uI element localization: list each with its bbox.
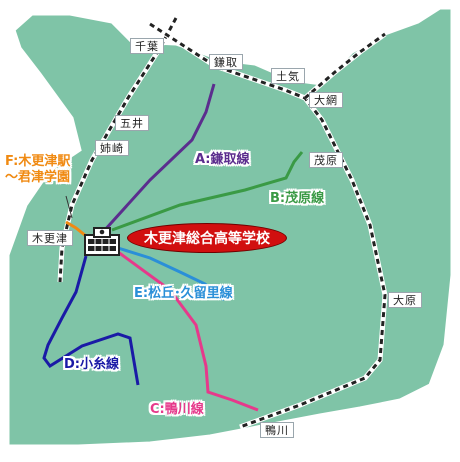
route-d-line — [42, 255, 140, 386]
route-b-label: B:茂原線 — [270, 191, 325, 206]
station-kamogawa: 鴨川 — [260, 422, 294, 438]
route-e-line — [117, 246, 225, 302]
route-a-line — [101, 83, 216, 234]
railway-lines — [57, 16, 388, 430]
route-f-label-line1: F:木更津駅 — [5, 154, 71, 169]
station-goi: 五井 — [115, 115, 149, 131]
station-chiba: 千葉 — [130, 38, 164, 54]
station-toke: 土気 — [271, 68, 305, 84]
station-ohara: 大原 — [388, 292, 422, 308]
route-f-pointer — [65, 195, 73, 219]
route-c-label: C:鴨川線 — [150, 402, 204, 417]
route-b-line — [111, 151, 304, 232]
station-oami: 大網 — [309, 92, 343, 108]
station-mobara: 茂原 — [309, 152, 343, 168]
route-f-line — [65, 220, 87, 238]
route-f-label: F:木更津駅 ～君津学園 — [5, 154, 70, 186]
school-building-icon — [84, 227, 120, 256]
route-d-label: D:小糸線 — [64, 357, 119, 372]
school-name-badge: 木更津総合高等学校 — [127, 223, 287, 253]
route-a-label: A:鎌取線 — [195, 152, 250, 167]
station-kamatori: 鎌取 — [209, 54, 243, 70]
station-anegasaki: 姉崎 — [95, 140, 129, 156]
route-e-label: E:松丘･久留里線 — [134, 286, 233, 301]
route-f-label-line2: ～君津学園 — [5, 170, 71, 185]
route-c-line — [117, 250, 259, 412]
station-kisarazu: 木更津 — [27, 230, 73, 246]
